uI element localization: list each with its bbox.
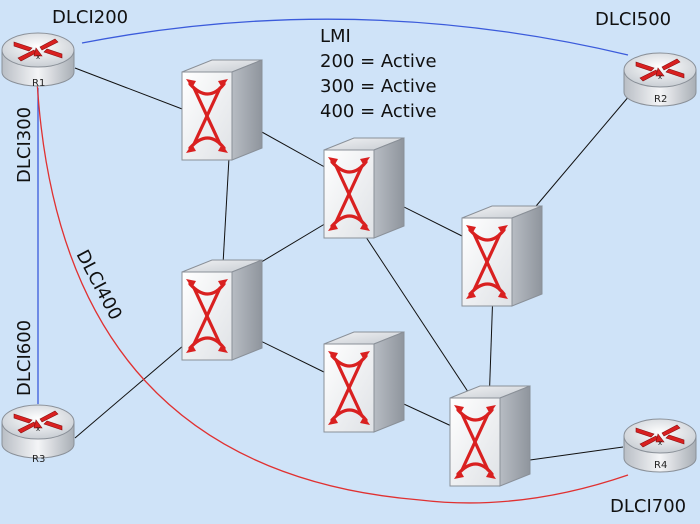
frame-relay-switch-icon: [180, 58, 264, 162]
frame-relay-switch-icon: [180, 258, 264, 362]
router-r3[interactable]: R3: [1, 404, 75, 465]
router-r4-label: R4: [654, 460, 667, 471]
dlci600-label: DLCI600: [14, 320, 35, 396]
link: [357, 224, 481, 411]
frame-relay-switch[interactable]: [322, 136, 406, 240]
link: [74, 67, 191, 113]
frame-relay-switch-icon: [460, 204, 544, 308]
frame-relay-switch[interactable]: [448, 384, 532, 488]
pvc-r1-r4: [36, 79, 629, 504]
pvc-r1-r2: [81, 18, 629, 56]
lmi-title: LMI: [320, 26, 351, 47]
router-r1-label: R1: [32, 78, 45, 89]
link: [221, 139, 231, 283]
lmi-line-400: 400 = Active: [320, 101, 437, 122]
frame-relay-switch[interactable]: [322, 330, 406, 434]
router-r2-label: R2: [654, 94, 667, 105]
link: [74, 344, 185, 439]
dlci400-label: DLCI400: [72, 246, 126, 323]
link: [529, 446, 624, 461]
lmi-line-200: 200 = Active: [320, 51, 437, 72]
frame-relay-switch[interactable]: [460, 204, 544, 308]
router-r4[interactable]: R4: [623, 418, 697, 473]
router-r2[interactable]: R2: [623, 52, 697, 107]
frame-relay-switch-icon: [322, 330, 406, 434]
dlci300-label: DLCI300: [14, 107, 35, 183]
frame-relay-switch-icon: [448, 384, 532, 488]
link: [519, 94, 631, 226]
frame-relay-switch[interactable]: [180, 258, 264, 362]
frame-relay-switch-icon: [322, 136, 406, 240]
router-r1[interactable]: R1: [1, 32, 75, 89]
router-icon: [1, 404, 75, 459]
dlci700-label: DLCI700: [610, 496, 686, 517]
dlci200-label: DLCI200: [52, 7, 128, 28]
frame-relay-switch[interactable]: [180, 58, 264, 162]
dlci500-label: DLCI500: [595, 9, 671, 30]
lmi-line-300: 300 = Active: [320, 76, 437, 97]
router-r3-label: R3: [32, 454, 45, 465]
